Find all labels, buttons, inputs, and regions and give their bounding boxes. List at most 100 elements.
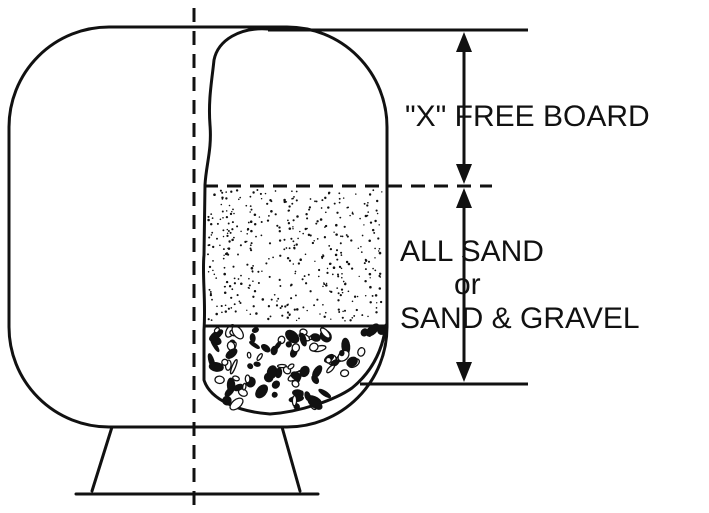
- sand-grain: [210, 234, 213, 236]
- sand-grain: [249, 211, 251, 213]
- sand-grain: [367, 315, 369, 318]
- sand-grain: [335, 233, 338, 236]
- sand-grain: [207, 271, 210, 273]
- cutaway-outline: [201, 27, 388, 416]
- sand-grain: [331, 273, 334, 276]
- sand-grain: [237, 253, 239, 256]
- sand-grain: [342, 197, 345, 199]
- sand-grain: [225, 215, 229, 219]
- sand-grain: [347, 290, 350, 293]
- sand-grain: [329, 247, 333, 251]
- sand-grain: [224, 252, 228, 256]
- sand-grain: [268, 275, 271, 278]
- sand-grain: [366, 204, 369, 207]
- sand-grain: [222, 235, 225, 238]
- sand-grain: [341, 272, 343, 275]
- sand-grain: [238, 300, 241, 303]
- sand-grain: [328, 244, 331, 247]
- sand-grain: [346, 235, 349, 238]
- sand-grain: [367, 260, 371, 263]
- sand-grain: [275, 304, 279, 307]
- gravel-stone: [291, 343, 301, 353]
- sand-grain: [378, 287, 382, 290]
- sand-grain: [227, 230, 230, 232]
- sand-grain: [207, 218, 210, 222]
- gravel-stone: [229, 358, 238, 375]
- sand-grain: [363, 262, 366, 265]
- sand-grain: [209, 290, 212, 293]
- sand-grain: [314, 200, 316, 203]
- sand-grain: [303, 275, 306, 278]
- gravel-stone: [291, 394, 298, 407]
- sand-grain: [211, 298, 213, 301]
- sand-grain: [330, 290, 333, 294]
- gravel-stone: [304, 391, 312, 402]
- sand-grain: [322, 285, 324, 288]
- sand-grain: [246, 240, 248, 243]
- sand-grain: [216, 237, 218, 240]
- sand-grain: [368, 239, 371, 242]
- sand-grain: [222, 217, 224, 219]
- sand-layer: [207, 189, 383, 322]
- sand-grain: [347, 206, 350, 209]
- sand-grain: [278, 278, 281, 281]
- sand-grain: [226, 234, 229, 238]
- sand-grain: [367, 201, 369, 204]
- gravel-stone: [214, 375, 225, 385]
- sand-grain: [315, 222, 318, 225]
- sand-grain: [208, 265, 212, 269]
- sand-grain: [323, 283, 326, 286]
- tank-vessel: [7, 25, 389, 429]
- sand-grain: [304, 227, 307, 231]
- sand-grain: [252, 280, 254, 282]
- sand-grain: [283, 198, 286, 202]
- sand-grain: [248, 277, 250, 280]
- sand-grain: [364, 294, 367, 297]
- sand-grain: [207, 244, 210, 247]
- sand-grain: [366, 214, 369, 217]
- gravel-stone: [246, 351, 252, 359]
- sand-grain: [223, 291, 227, 295]
- gravel-stone: [299, 365, 310, 378]
- sand-grain: [293, 308, 296, 311]
- sand-grain: [256, 189, 259, 191]
- sand-grain: [340, 254, 343, 256]
- sand-grain: [376, 212, 379, 215]
- sand-grain: [260, 197, 263, 200]
- sand-grain: [208, 236, 211, 239]
- sand-grain: [249, 205, 252, 208]
- gravel-stone: [339, 349, 345, 357]
- sand-grain: [338, 197, 341, 200]
- sand-grain: [378, 224, 380, 226]
- sand-grain: [240, 282, 243, 285]
- sand-grain: [337, 308, 340, 311]
- sand-grain: [219, 218, 222, 221]
- sand-grain: [208, 288, 211, 291]
- gravel-stone: [211, 336, 222, 346]
- sand-grain: [292, 219, 295, 222]
- sand-grain: [315, 200, 318, 203]
- sand-grain: [232, 208, 234, 211]
- sand-grain: [270, 298, 273, 301]
- sand-grain: [352, 213, 354, 215]
- sand-grain: [316, 220, 319, 223]
- sand-grain: [279, 285, 282, 287]
- sand-grain: [347, 262, 351, 266]
- sand-grain: [227, 307, 230, 310]
- sand-grain: [272, 256, 274, 259]
- freeboard-label: "X" FREE BOARD: [405, 100, 650, 133]
- sand-grain: [293, 244, 296, 247]
- sand-grain: [340, 235, 342, 238]
- sand-grain: [230, 296, 233, 299]
- sand-grain: [240, 230, 242, 233]
- sand-grain: [341, 291, 344, 294]
- sand-grain: [359, 217, 361, 220]
- sand-grain: [253, 213, 257, 217]
- sand-grain: [233, 236, 235, 239]
- gravel-stone: [274, 367, 283, 379]
- gravel-stone: [222, 395, 232, 406]
- sand-grain: [213, 273, 216, 276]
- sand-grain: [216, 222, 219, 225]
- sand-grain: [357, 247, 360, 249]
- sand-grain: [307, 233, 311, 237]
